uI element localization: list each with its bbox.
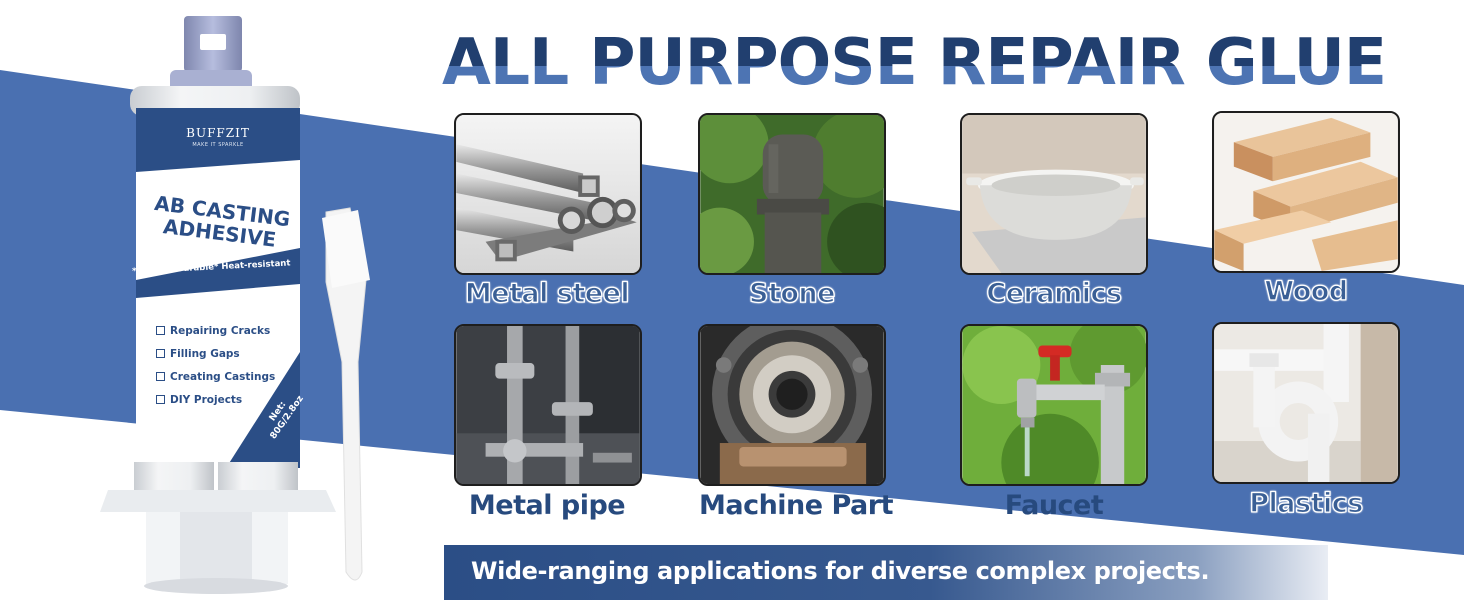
bearing-photo: [700, 326, 884, 484]
label-plastics: Plastics: [1249, 487, 1364, 519]
checkbox-icon: [156, 372, 165, 381]
brand-name: BUFFZIT: [186, 126, 250, 140]
product-title: AB CASTING ADHESIVE: [134, 190, 308, 254]
product-syringe: BUFFZIT MAKE IT SPARKLE AB CASTING ADHES…: [100, 12, 430, 600]
tile-plastics: [1212, 322, 1400, 484]
checkbox-icon: [156, 395, 165, 404]
checklist-item: Filling Gaps: [156, 343, 306, 366]
checklist-item: Repairing Cracks: [156, 320, 306, 343]
tile-wood: [1212, 111, 1400, 273]
metal-pipe-photo: [456, 326, 640, 484]
plastic-pipe-photo: [1214, 324, 1398, 482]
label-faucet: Faucet: [1004, 490, 1104, 521]
label-stone: Stone: [748, 277, 836, 309]
wood-planks-photo: [1214, 113, 1398, 271]
stone-post-photo: [700, 115, 884, 273]
syringe-drawing: [100, 16, 370, 594]
label-metal-steel: Metal steel: [464, 277, 630, 309]
brand-tagline: MAKE IT SPARKLE: [192, 142, 244, 148]
feature-line: *Strong* Durable* Heat-resistant: [131, 258, 291, 277]
tile-stone: [698, 113, 886, 275]
bottom-banner: Wide-ranging applications for diverse co…: [444, 545, 1328, 600]
banner-text: Wide-ranging applications for diverse co…: [471, 557, 1210, 585]
tile-metal-steel: [454, 113, 642, 275]
checkbox-icon: [156, 349, 165, 358]
checklist-item: Creating Castings: [156, 366, 306, 389]
headline: ALL PURPOSE REPAIR GLUE ALL PURPOSE REPA…: [440, 22, 1390, 116]
tile-metal-pipe: [454, 324, 642, 486]
metal-tubes-photo: [456, 115, 640, 273]
tile-ceramics: [960, 113, 1148, 275]
tile-machine-part: [698, 324, 886, 486]
checklist-item: DIY Projects: [156, 389, 306, 412]
checklist: Repairing Cracks Filling Gaps Creating C…: [156, 320, 306, 412]
checkbox-icon: [156, 326, 165, 335]
cartridge-label: BUFFZIT MAKE IT SPARKLE AB CASTING ADHES…: [132, 108, 306, 468]
svg-text:ALL PURPOSE REPAIR GLUE: ALL PURPOSE REPAIR GLUE: [442, 26, 1386, 98]
headline-two-tone: ALL PURPOSE REPAIR GLUE ALL PURPOSE REPA…: [442, 26, 1387, 100]
ceramic-bowl-photo: [962, 115, 1146, 273]
label-metal-pipe: Metal pipe: [468, 490, 626, 521]
label-machine-part: Machine Part: [698, 490, 894, 521]
tile-faucet: [960, 324, 1148, 486]
label-wood: Wood: [1264, 275, 1349, 307]
label-ceramics: Ceramics: [986, 277, 1123, 309]
svg-text:ALL PURPOSE REPAIR GLUE: ALL PURPOSE REPAIR GLUE: [442, 26, 1386, 98]
faucet-photo: [962, 326, 1146, 484]
